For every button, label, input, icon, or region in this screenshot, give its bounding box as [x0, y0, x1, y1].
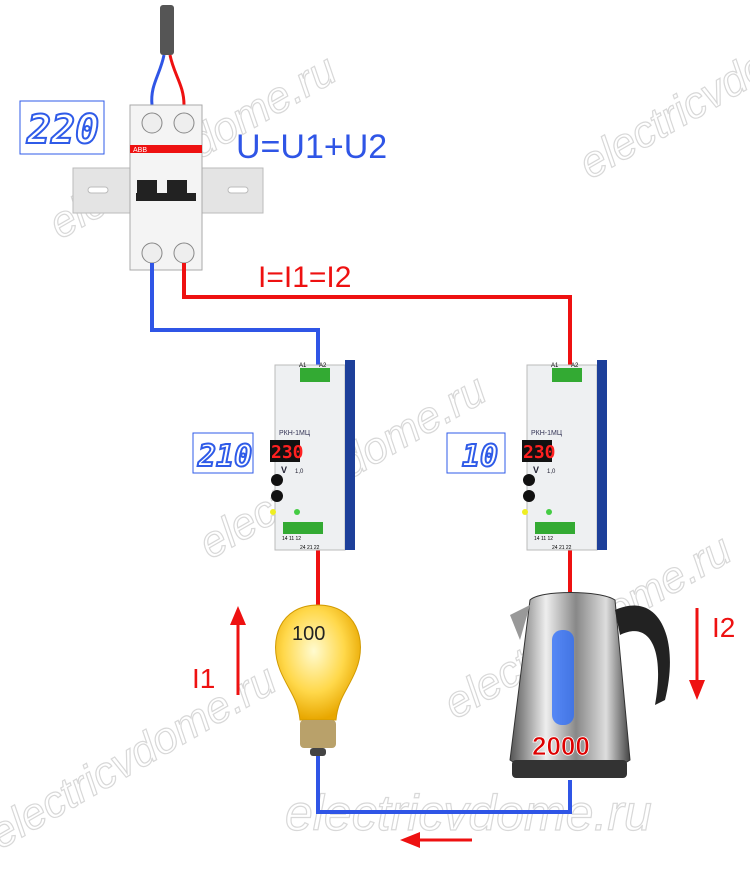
relays-1-terminals_bottom_1: 14 11 12	[534, 536, 553, 542]
relay-1-voltage-display	[192, 432, 254, 474]
loads-lamp_power: 100	[292, 623, 325, 645]
voltage-formula: U=U1+U2	[236, 128, 387, 166]
kettle: 2000	[509, 592, 670, 778]
relays-1-terminals_top-1: A2	[571, 363, 579, 369]
relays-0-unit: V	[281, 465, 287, 475]
relays-0-display: 230	[271, 442, 304, 463]
supply-breaker_brand: ABB	[133, 147, 147, 154]
relays-1-scale: 1,0	[547, 469, 556, 475]
light-bulb: 100	[275, 604, 361, 756]
loads-kettle_power: 2000	[532, 731, 590, 761]
current-arrow-i1	[230, 606, 246, 695]
circuit-breaker: ABB	[129, 104, 203, 271]
relays-0-terminals_bottom_1: 14 11 12	[282, 536, 301, 542]
voltage-relay-1: A1 A2 РКН-1МЦ 230 V 1,0 14 11 12 24 21 2…	[270, 360, 355, 551]
relay-button-select[interactable]	[271, 490, 283, 502]
supply-voltage_display: 220	[26, 107, 99, 153]
current-arrow-i2	[689, 608, 705, 700]
relays-1-display: 230	[523, 442, 556, 463]
current-arrow-return	[400, 832, 472, 848]
watermark: electricvdome.ru	[571, 0, 750, 189]
watermark: electricvdome.ru	[0, 655, 285, 859]
relays-1-unit: V	[533, 465, 539, 475]
relays-0-terminals_bottom_2: 24 21 22	[300, 545, 320, 551]
relays-0-terminals_top-1: A2	[319, 363, 327, 369]
wires	[150, 263, 572, 814]
relays-0-voltage_readout: 210	[197, 439, 252, 474]
supply-voltage-display	[19, 100, 105, 155]
relays-0-scale: 1,0	[295, 469, 304, 475]
relays-0-terminals_top-0: A1	[299, 363, 307, 369]
relays-1-terminals_top-0: A1	[551, 363, 559, 369]
current-formula: I=I1=I2	[258, 261, 351, 294]
relay-button-up[interactable]	[271, 474, 283, 486]
relay-button-select[interactable]	[523, 490, 535, 502]
relays-0-model: РКН-1МЦ	[279, 430, 311, 437]
supply-cable	[160, 5, 174, 55]
relays-1-model: РКН-1МЦ	[531, 430, 563, 437]
current-label-i2: I2	[712, 612, 735, 643]
voltage-relay-2: A1 A2 РКН-1МЦ 230 V 1,0 14 11 12 24 21 2…	[522, 360, 607, 551]
relay-button-up[interactable]	[523, 474, 535, 486]
relay-2-voltage-display	[446, 432, 506, 474]
relays-1-terminals_bottom_2: 24 21 22	[552, 545, 572, 551]
relays-1-voltage_readout: 10	[462, 439, 498, 474]
current-label-i1: I1	[192, 663, 215, 694]
